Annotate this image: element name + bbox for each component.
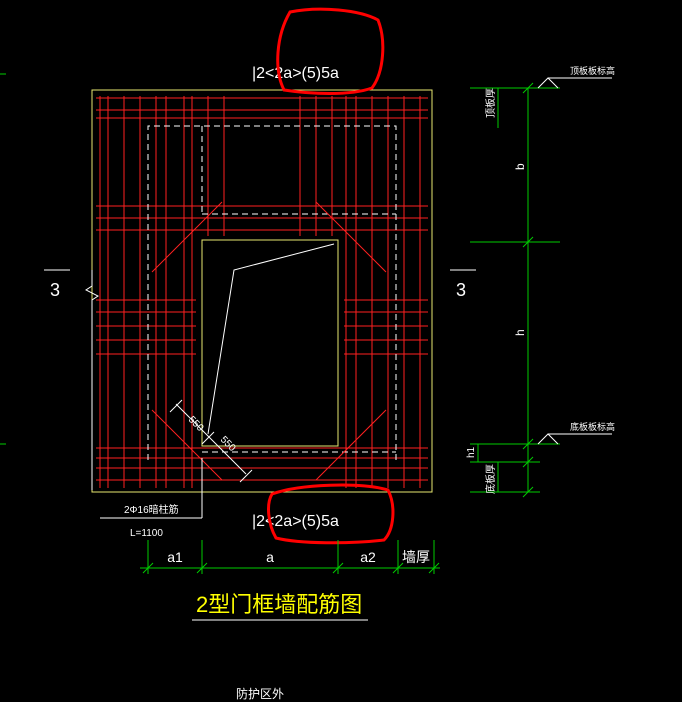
diagonal-dim-tick-3	[239, 469, 253, 483]
hdim-label-0: a1	[167, 549, 183, 565]
diagonal-dim-tick-1	[169, 399, 183, 413]
vdim-label-bottom-slab: 底板厚	[484, 464, 497, 494]
rebar-grid	[96, 96, 428, 488]
elevation-top-label: 顶板板标高	[570, 65, 615, 76]
diagonal-dim-label-2: 550	[218, 434, 238, 454]
hdim-tick-1	[196, 562, 208, 574]
diagonal-dim-tick-2	[201, 431, 215, 445]
diagonal-bars	[151, 201, 387, 481]
diagonal-dim-line	[175, 403, 247, 475]
hdim-tick-0	[142, 562, 154, 574]
highlight-ring-top	[276, 7, 385, 95]
horizontal-dimension-line	[140, 540, 440, 574]
section-mark-right: 3	[456, 280, 466, 300]
hdim-tick-4	[428, 562, 440, 574]
diagonal-dimension	[169, 399, 253, 483]
drawing-title: 2型门框墙配筋图	[196, 592, 362, 617]
elevation-marks	[537, 77, 612, 445]
hidden-lines	[147, 125, 397, 460]
vdim-label-h: h	[513, 329, 527, 336]
hidden-column-outline	[147, 125, 397, 460]
hdim-label-1: a	[266, 549, 274, 565]
diagonal-bar-top-left	[151, 201, 223, 273]
elevation-bottom-symbol	[537, 433, 559, 445]
leader-note	[100, 458, 203, 519]
vdim-label-b: b	[513, 163, 527, 170]
vdim-label-h1: h1	[466, 446, 477, 458]
door-opening	[201, 239, 339, 447]
section-mark-left: 3	[50, 280, 60, 300]
door-leaf	[207, 243, 335, 435]
hdim-label-2: a2	[360, 549, 376, 565]
diagonal-bar-bottom-left	[151, 409, 223, 481]
hdim-tick-2	[332, 562, 344, 574]
vertical-dimension-line	[470, 82, 560, 498]
highlight-ring-bottom	[267, 483, 395, 545]
left-edge-markers	[0, 73, 6, 445]
rebar-label-bottom: |2<2a>(5)5a	[252, 513, 339, 530]
hdim-label-3: 墙厚	[402, 549, 430, 565]
leader-note-line2: L=1100	[130, 528, 163, 539]
break-line	[85, 270, 99, 490]
rebar-label-top: |2<2a>(5)5a	[252, 65, 339, 82]
leader-note-line1: 2Φ16暗柱筋	[124, 503, 179, 516]
elevation-bottom-label: 底板板标高	[570, 421, 615, 432]
wall-outline	[91, 89, 433, 493]
wall-outer-boundary	[91, 89, 433, 493]
diagonal-bar-bottom-right	[315, 409, 387, 481]
elevation-top-symbol	[537, 77, 559, 89]
bottom-note: 防护区外	[236, 686, 284, 701]
hdim-tick-3	[392, 562, 404, 574]
vdim-label-top-slab: 顶板厚	[484, 88, 497, 118]
diagonal-bar-top-right	[315, 201, 387, 273]
